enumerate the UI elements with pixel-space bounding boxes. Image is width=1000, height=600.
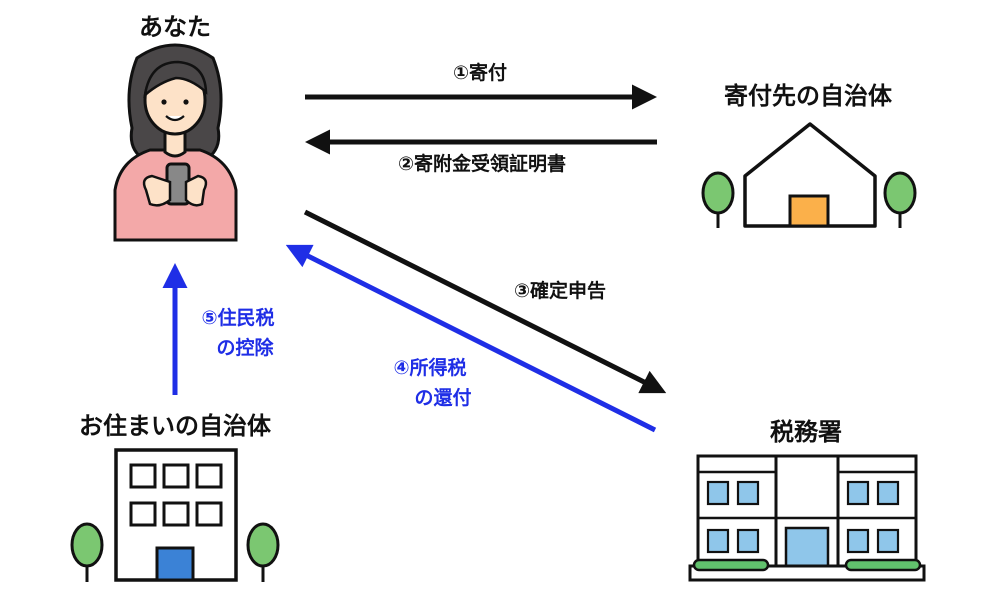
- tree-icon: [701, 171, 735, 228]
- step-label-resident-tax-line2: の控除: [216, 336, 274, 359]
- arrow-income-tax-refund: [285, 244, 657, 433]
- house-illustration: [743, 122, 877, 228]
- node-label-you: あなた: [139, 13, 211, 41]
- node-label-recipient: 寄付先の自治体: [724, 82, 893, 110]
- tree-icon: [246, 522, 280, 582]
- step-label-receipt-certificate: ②寄附金受領証明書: [398, 152, 566, 175]
- tree-icon: [883, 171, 917, 228]
- arrow-tax-return: [303, 209, 667, 394]
- node-label-home: お住まいの自治体: [79, 412, 272, 440]
- node-label-tax-office: 税務署: [770, 418, 842, 446]
- step-label-resident-tax-line1: ⑤住民税: [201, 306, 274, 329]
- tax-office-illustration: [688, 454, 926, 582]
- step-label-tax-return: ③確定申告: [514, 279, 606, 302]
- step-label-income-tax-refund-line1: ④所得税: [393, 356, 466, 379]
- tree-icon: [70, 522, 104, 582]
- person-illustration: [113, 43, 238, 242]
- step-label-income-tax-refund-line2: の還付: [414, 386, 471, 409]
- step-label-donation: ①寄付: [453, 61, 507, 84]
- municipal-building-illustration: [114, 448, 238, 582]
